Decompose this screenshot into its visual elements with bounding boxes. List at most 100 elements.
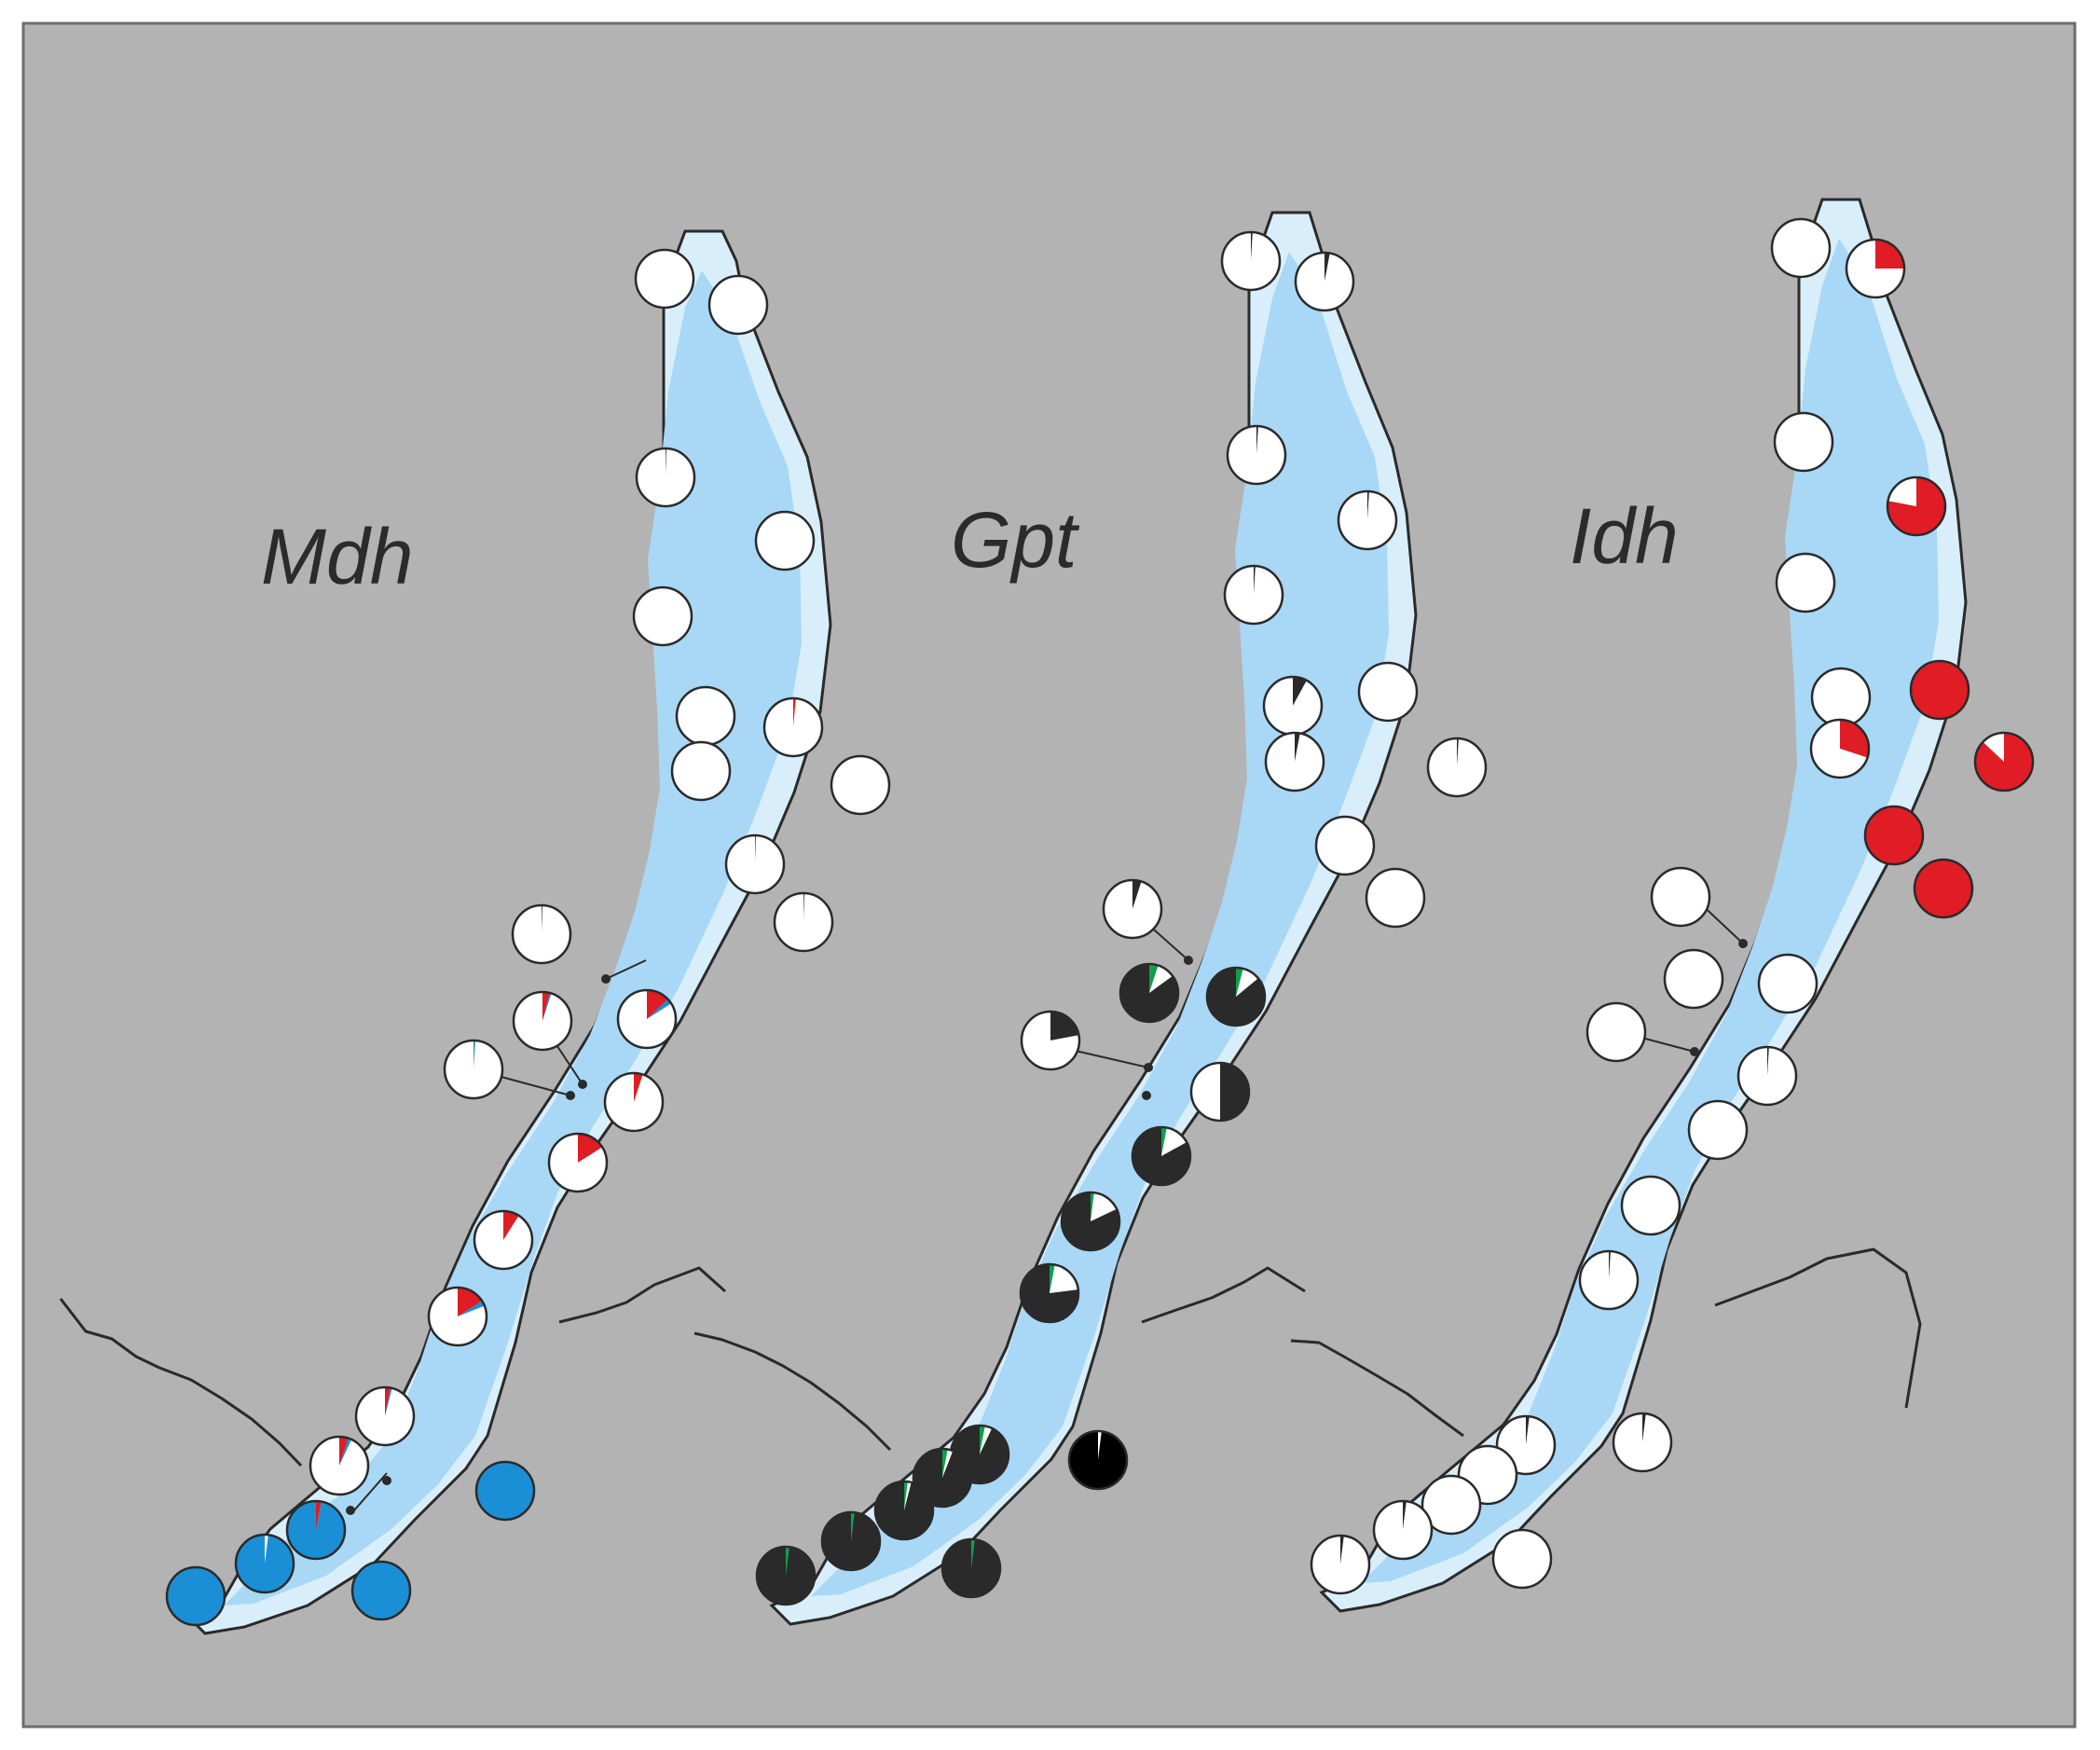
pie-outline: [1365, 867, 1426, 929]
pie-outline: [354, 1385, 416, 1447]
pie-slice: [1846, 240, 1904, 297]
pie-slice: [634, 1073, 643, 1102]
pie-slice: [1293, 676, 1307, 706]
pie-slice: [757, 1547, 816, 1605]
pie-slice: [1316, 817, 1374, 875]
pie-outline: [1845, 238, 1906, 299]
allele-frequency-pie: [755, 1545, 817, 1606]
allele-frequency-pie: [724, 834, 786, 895]
pie-slice: [1915, 860, 1972, 917]
pie-outline: [670, 740, 732, 802]
pie-outline: [754, 510, 816, 572]
shoreline-east-gpt: [1141, 1266, 1306, 1324]
pie-outline: [1131, 1125, 1192, 1187]
pie-outline: [1220, 230, 1282, 292]
sample-site-dot: [1690, 1047, 1699, 1056]
sample-site-dot: [1144, 1063, 1153, 1072]
pie-outline: [1973, 731, 2035, 792]
pie-slice: [445, 1040, 503, 1098]
pie-outline: [1372, 1499, 1434, 1561]
allele-frequency-pie: [1650, 866, 1711, 928]
pie-outline: [350, 1560, 412, 1621]
allele-frequency-pie: [285, 1499, 347, 1561]
panel-gpt: Gpt: [693, 211, 1488, 1626]
pie-slice: [1840, 720, 1869, 758]
pie-outline: [1310, 1534, 1371, 1595]
allele-frequency-pie: [1426, 737, 1488, 798]
allele-frequency-pie: [1909, 659, 1970, 721]
pie-slice: [429, 1288, 487, 1345]
pie-outline: [1687, 1099, 1749, 1161]
allele-frequency-pie: [1886, 475, 1947, 537]
pie-slice: [542, 992, 550, 1021]
allele-frequency-pie: [1663, 948, 1724, 1010]
allele-frequency-pie: [940, 1537, 1002, 1599]
pie-outline: [1457, 1444, 1518, 1506]
allele-frequency-pie: [1913, 858, 1974, 919]
pie-slice: [605, 1073, 664, 1131]
panel-label-idh: Idh: [1570, 492, 1679, 580]
allele-frequency-pie: [1357, 661, 1419, 723]
pie-slice: [636, 250, 693, 308]
allele-frequency-pie: [1757, 953, 1819, 1014]
pie-slice: [1132, 880, 1142, 909]
pie-outline: [707, 274, 769, 336]
pie-slice: [1236, 968, 1258, 997]
pie-slice: [1338, 491, 1397, 549]
pie-outline: [634, 248, 695, 310]
pie-slice: [309, 1437, 368, 1495]
allele-frequency-pie: [354, 1385, 416, 1447]
pie-slice: [1021, 1264, 1078, 1323]
pie-slice: [763, 698, 822, 756]
allele-frequency-pie: [1019, 1262, 1080, 1324]
pie-slice: [385, 1387, 392, 1416]
pie-slice: [1812, 668, 1870, 726]
pie-slice: [1236, 968, 1243, 997]
pie-slice: [1609, 1251, 1611, 1280]
allele-frequency-pie: [1060, 1191, 1121, 1252]
allele-frequency-pie: [1220, 230, 1282, 292]
pie-outline: [912, 1447, 973, 1509]
allele-frequency-pie: [1421, 1474, 1482, 1536]
pie-outline: [474, 1460, 536, 1522]
pie-outline: [1226, 424, 1287, 486]
pie-slice: [339, 1438, 352, 1466]
pie-outline: [940, 1537, 1002, 1599]
allele-frequency-pie: [1365, 867, 1426, 929]
pie-outline: [1421, 1474, 1482, 1536]
pie-slice: [476, 1462, 534, 1520]
sample-site-dot: [1738, 939, 1748, 948]
pie-outline: [1426, 737, 1488, 798]
pie-slice: [647, 999, 672, 1019]
pie-slice: [1811, 720, 1868, 778]
allele-frequency-pie: [1223, 564, 1284, 626]
pie-outline: [820, 1510, 882, 1572]
pie-outline: [1886, 475, 1947, 537]
pie-outline: [1736, 1045, 1798, 1107]
allele-frequency-pie: [1973, 731, 2035, 792]
pie-outline: [1770, 217, 1832, 279]
pie-slice: [265, 1535, 268, 1564]
pie-outline: [285, 1499, 347, 1561]
pie-outline: [309, 1435, 370, 1496]
pie-slice: [1132, 1127, 1190, 1185]
pie-slice: [1103, 880, 1161, 939]
pie-outline: [1060, 1191, 1121, 1252]
pie-slice: [793, 698, 796, 727]
pie-outline: [473, 1209, 534, 1271]
allele-frequency-pie: [635, 447, 696, 508]
allele-frequency-pie: [309, 1435, 370, 1496]
allele-frequency-pie: [1585, 1001, 1647, 1063]
pie-slice: [822, 1511, 881, 1570]
pie-outline: [511, 903, 572, 965]
pie-slice: [1062, 1192, 1120, 1250]
allele-frequency-pie: [1687, 1099, 1749, 1161]
pie-outline: [1020, 1010, 1081, 1071]
pie-slice: [1775, 413, 1832, 471]
allele-frequency-pie: [830, 754, 891, 816]
pie-slice: [1772, 219, 1830, 277]
pie-outline: [1650, 866, 1711, 928]
pie-slice: [677, 687, 734, 745]
allele-frequency-pie: [1770, 217, 1832, 279]
